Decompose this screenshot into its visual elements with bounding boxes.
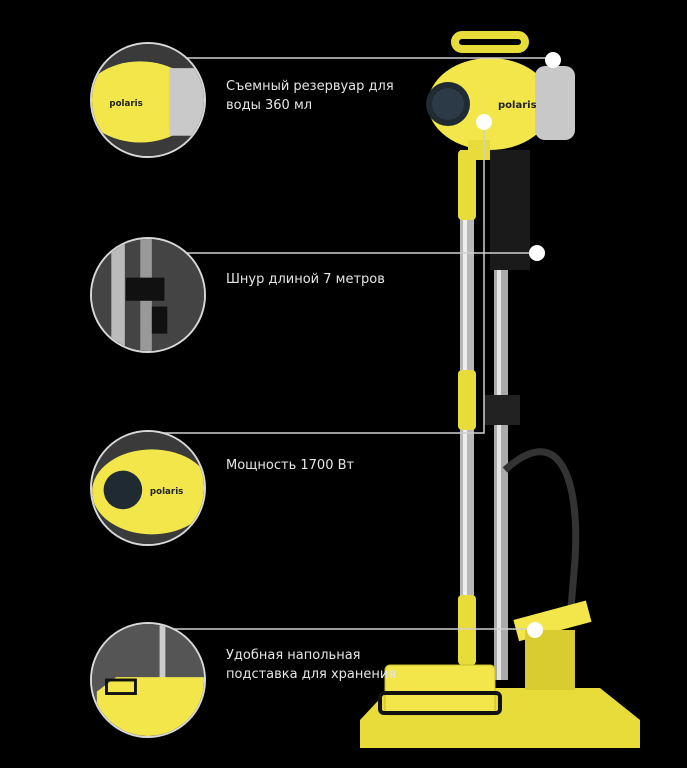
detail-circle-power: polaris [90, 430, 206, 546]
caption-line: Шнур длиной 7 метров [226, 272, 385, 287]
callout-dot-1 [545, 52, 561, 68]
caption-line: подставка для хранения [226, 667, 397, 682]
svg-text:polaris: polaris [150, 487, 183, 497]
caption-line: воды 360 мл [226, 98, 313, 113]
svg-text:polaris: polaris [109, 99, 142, 109]
detail-circle-stand [90, 622, 206, 738]
callout-dot-2 [529, 245, 545, 261]
callout-line-3 [150, 122, 485, 434]
feature-caption-stand: Удобная напольная подставка для хранения [226, 646, 396, 684]
callout-dot-4 [527, 622, 543, 638]
brand-logo: polaris [498, 100, 537, 111]
callout-dot-3 [476, 114, 492, 130]
caption-line: Съемный резервуар для [226, 79, 394, 94]
caption-line: Удобная напольная [226, 648, 361, 663]
feature-caption-power: Мощность 1700 Вт [226, 456, 354, 475]
detail-circle-cord [90, 237, 206, 353]
feature-caption-cord: Шнур длиной 7 метров [226, 270, 385, 289]
caption-line: Мощность 1700 Вт [226, 458, 355, 473]
feature-caption-water-tank: Съемный резервуар для воды 360 мл [226, 77, 394, 115]
detail-circle-water-tank: polaris [90, 42, 206, 158]
